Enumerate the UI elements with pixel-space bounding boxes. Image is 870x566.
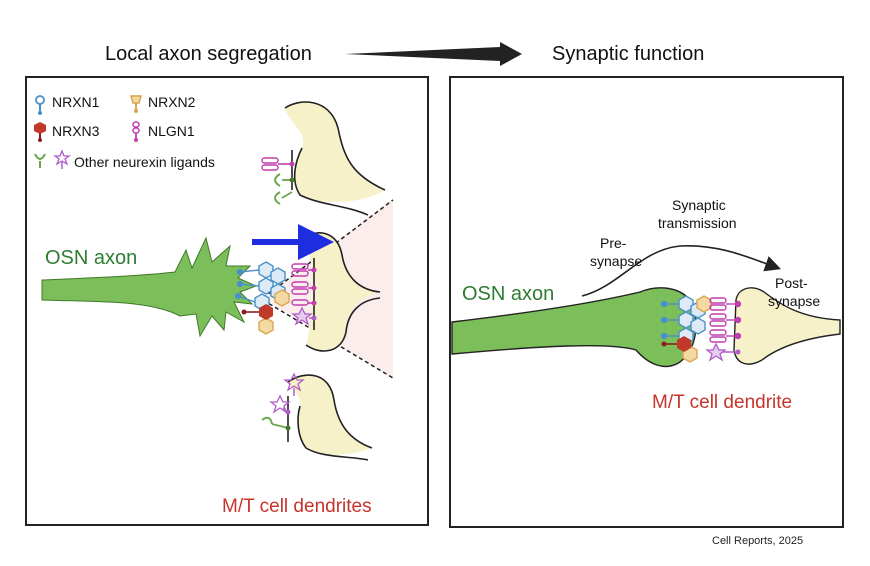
nrxn1-stalks — [234, 268, 260, 303]
legend-label-nrxn1: NRXN1 — [52, 94, 100, 110]
presynapse-label-line2: synapse — [590, 253, 642, 269]
transmission-label-line2: transmission — [658, 215, 737, 231]
nrxn1-icon — [35, 95, 45, 115]
osn-axon-right — [451, 287, 697, 368]
left-panel-title: Local axon segregation — [105, 43, 312, 65]
legend-label-other-ligands: Other neurexin ligands — [74, 154, 215, 170]
zoom-cone-bottom-edge — [262, 299, 394, 379]
postsynapse-label-line2: synapse — [768, 293, 820, 309]
legend-label-nrxn2: NRXN2 — [148, 94, 196, 110]
zoom-cone-top-edge — [262, 199, 394, 299]
nrxn3-icon — [34, 122, 46, 142]
legend: NRXN1 NRXN2 NRXN3 NLGN1 Ot — [34, 94, 215, 170]
right-nrxn3-protein — [661, 336, 691, 352]
left-dendrites-label: M/T cell dendrites — [222, 496, 372, 517]
right-dendrite-label: M/T cell dendrite — [652, 392, 792, 413]
dendrite-bottom — [261, 372, 373, 461]
dendrite-top — [261, 101, 386, 216]
other-ligand-stars — [261, 372, 305, 431]
right-nlgn1-cluster — [709, 297, 742, 343]
osn-axon-left — [41, 236, 290, 338]
nrxn3-protein — [241, 304, 273, 320]
citation: Cell Reports, 2025 — [712, 535, 803, 547]
presynapse-label-line1: Pre- — [600, 235, 627, 251]
left-osn-axon-label: OSN axon — [45, 247, 137, 269]
progression-arrow — [345, 42, 522, 66]
postsynapse-dendrite — [733, 287, 841, 365]
legend-label-nlgn1: NLGN1 — [148, 123, 195, 139]
transmission-label-line1: Synaptic — [672, 197, 726, 213]
right-star-ligand — [705, 342, 741, 362]
nlgn1-icon — [132, 121, 140, 142]
right-panel-title: Synaptic function — [552, 43, 704, 65]
right-osn-axon-label: OSN axon — [462, 283, 554, 305]
transmission-arrow — [581, 245, 782, 297]
nrxn2-icon — [130, 95, 142, 113]
nlgn1-protein — [261, 157, 295, 171]
postsynapse-label-line1: Post- — [775, 275, 808, 291]
legend-label-nrxn3: NRXN3 — [52, 123, 100, 139]
other-ligands-icon — [34, 149, 71, 169]
right-nrxn-stalks — [660, 300, 679, 340]
nrxn2-protein — [258, 289, 290, 335]
other-ligand-green — [274, 173, 295, 205]
other-ligand-star — [291, 306, 317, 326]
nlgn1-cluster — [291, 263, 317, 306]
